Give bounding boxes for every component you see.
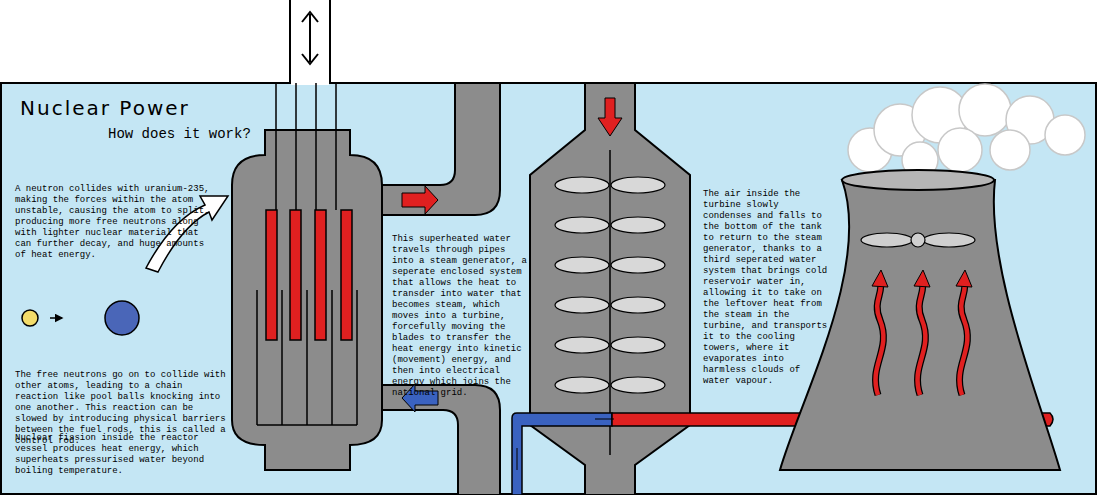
panel — [1, 83, 1096, 494]
turbine — [530, 83, 690, 495]
fuel-rods — [266, 210, 352, 340]
heat-waves-outline — [875, 282, 967, 395]
cold-water-pipe — [512, 413, 612, 495]
steam-cloud — [848, 84, 1085, 178]
tower-fan — [861, 233, 975, 247]
hot-pipe — [380, 83, 500, 215]
control-rod-grid — [257, 290, 357, 425]
steam-arrow — [598, 98, 622, 136]
heat-waves — [875, 282, 967, 395]
heat-arrowheads — [872, 270, 972, 287]
note-text: Nuclear fission inside the reactor vesse… — [15, 433, 230, 477]
rod-drive — [290, 0, 330, 85]
note-text: A neutron collides with uranium-235, mak… — [15, 184, 220, 261]
cold-pipe — [380, 385, 500, 495]
rod-lines — [276, 83, 336, 210]
flow-arrow-hot — [402, 186, 438, 214]
double-arrow — [302, 12, 318, 64]
neutron-arrow — [50, 317, 62, 319]
turbine-blades — [555, 177, 665, 393]
tower-top — [842, 170, 994, 190]
title: Nuclear Power — [20, 96, 190, 120]
uranium-atom — [105, 301, 139, 335]
note-text: This superheated water travels through p… — [392, 234, 528, 399]
subtitle: How does it work? — [108, 126, 251, 142]
neutron — [22, 310, 38, 326]
reactor-vessel — [232, 130, 382, 470]
note-text: The air inside the turbine slowly conden… — [703, 189, 828, 387]
turbine-shaft — [609, 150, 611, 455]
